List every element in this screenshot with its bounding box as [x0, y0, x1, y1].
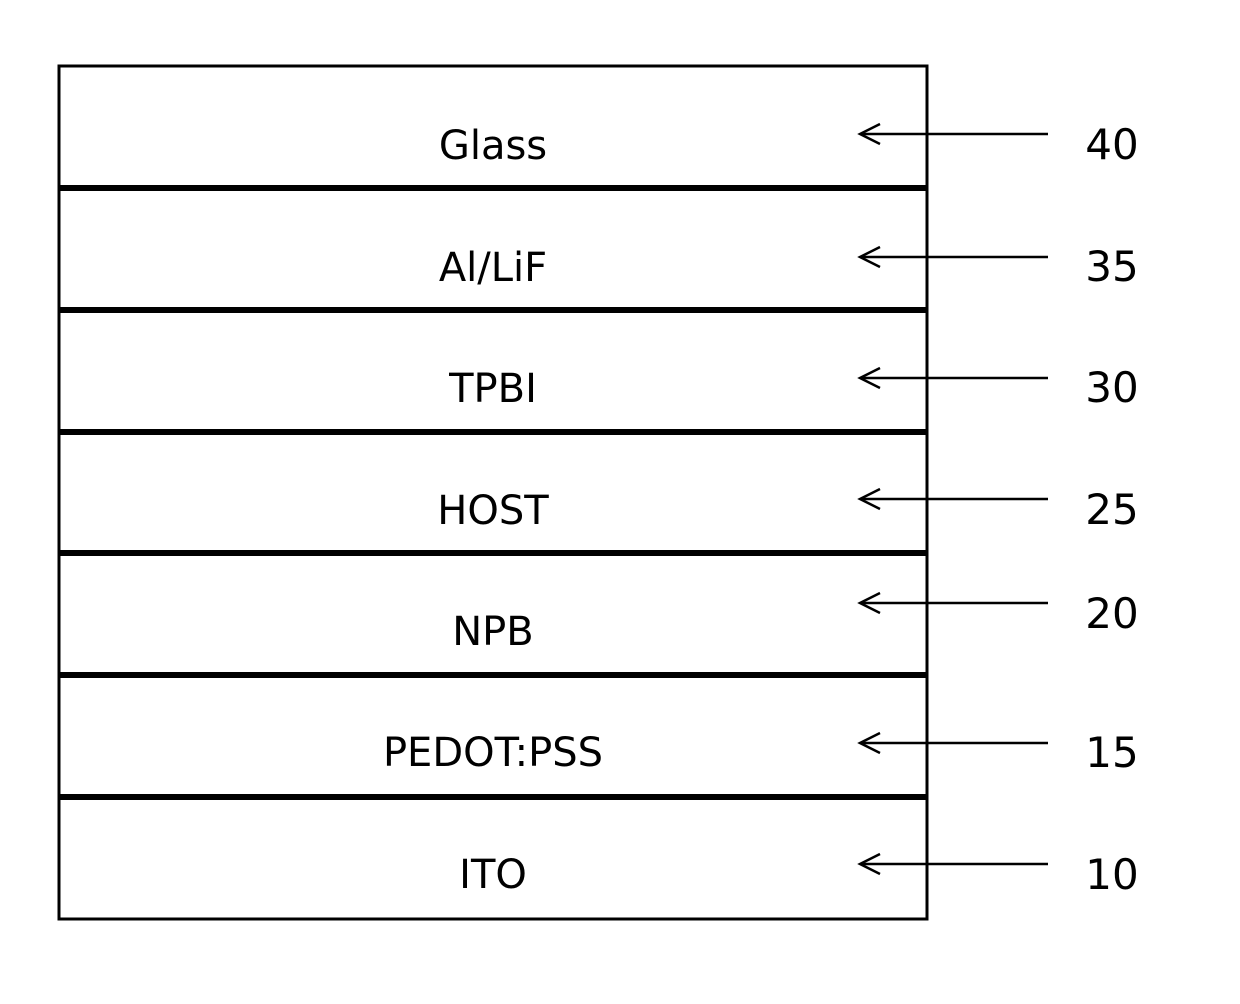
layer-label: ITO [459, 852, 527, 898]
layer-label: PEDOT:PSS [383, 730, 603, 776]
layer-label: TPBI [448, 366, 537, 412]
reference-number: 25 [1085, 485, 1138, 534]
layer-label: Al/LiF [439, 245, 547, 291]
reference-number: 35 [1085, 242, 1138, 291]
layer-label: HOST [437, 488, 549, 534]
reference-number: 15 [1085, 728, 1138, 777]
reference-number: 40 [1085, 120, 1138, 169]
reference-number: 20 [1085, 589, 1138, 638]
reference-number: 30 [1085, 363, 1138, 412]
layer-label: Glass [439, 123, 547, 169]
reference-number: 10 [1085, 850, 1138, 899]
layer-label: NPB [452, 609, 533, 655]
